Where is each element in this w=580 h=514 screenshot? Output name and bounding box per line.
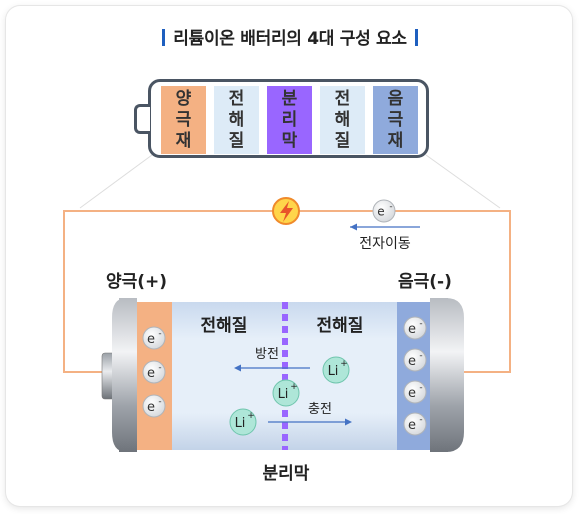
component-char: 해 [334, 109, 351, 130]
svg-text:+: + [290, 382, 298, 392]
svg-text:e: e [408, 354, 416, 369]
component-char: 질 [334, 130, 351, 151]
charge-label: 충전 [308, 402, 332, 417]
title-bar-left [162, 29, 166, 46]
anode-electron: e - [403, 412, 427, 436]
cathode-electron: e - [142, 360, 166, 384]
component-char: 전 [334, 88, 351, 109]
svg-text:-: - [419, 415, 422, 425]
perspective-line-left [79, 154, 153, 209]
perspective-line-right [425, 154, 501, 209]
wire-electron: e - [372, 199, 396, 223]
electrolyte-right-label: 전해질 [317, 315, 364, 336]
svg-text:-: - [158, 329, 161, 339]
component-char: 해 [228, 109, 245, 130]
svg-text:-: - [419, 319, 422, 329]
anode-electron: e - [403, 380, 427, 404]
component-char: 질 [228, 130, 245, 151]
svg-text:Li: Li [278, 387, 289, 402]
electron-flow-arrowhead [350, 223, 357, 231]
svg-text:+: + [247, 411, 255, 421]
svg-text:-: - [389, 202, 392, 212]
page-title: 리튬이온 배터리의 4대 구성 요소 [0, 24, 580, 49]
separator-label: 분리막 [263, 464, 310, 484]
cathode-label: 양극(+) [106, 272, 168, 292]
component-char: 극 [175, 109, 192, 130]
title-text: 리튬이온 배터리의 4대 구성 요소 [173, 29, 407, 49]
component-char: 재 [387, 130, 404, 151]
title-bar-right [414, 29, 418, 46]
charge-arrowhead [345, 418, 352, 426]
discharge-label: 방전 [255, 347, 279, 362]
anode-electron: e - [403, 348, 427, 372]
svg-text:-: - [419, 351, 422, 361]
svg-text:e: e [147, 366, 155, 381]
svg-text:e: e [147, 400, 155, 415]
svg-text:Li: Li [328, 364, 339, 379]
svg-text:+: + [340, 359, 348, 369]
discharge-arrowhead [234, 364, 241, 372]
cell-cap-right [430, 298, 464, 452]
component-char: 분 [281, 88, 298, 109]
component-char: 음 [387, 88, 404, 109]
svg-text:-: - [158, 363, 161, 373]
electrolyte-left-label: 전해질 [201, 315, 248, 336]
anode-electron: e - [403, 316, 427, 340]
li-ion: Li + [229, 408, 257, 436]
component-char: 양 [175, 88, 192, 109]
component-char: 막 [281, 130, 298, 151]
svg-text:-: - [158, 397, 161, 407]
svg-text:e: e [377, 205, 384, 219]
svg-text:-: - [419, 383, 422, 393]
cathode-electron: e - [142, 394, 166, 418]
svg-text:Li: Li [235, 416, 246, 431]
svg-text:e: e [408, 418, 416, 433]
svg-text:e: e [408, 322, 416, 337]
li-ion: Li + [272, 379, 300, 407]
cell-cap-left [101, 298, 137, 452]
battery-terminal [134, 104, 150, 134]
svg-text:e: e [408, 386, 416, 401]
lightning-bolt-icon [272, 197, 300, 225]
component-char: 전 [228, 88, 245, 109]
anode-label: 음극(-) [398, 272, 452, 292]
component-char: 리 [281, 109, 298, 130]
component-char: 극 [387, 109, 404, 130]
electron-move-label: 전자이동 [359, 236, 411, 252]
li-ion: Li + [322, 356, 350, 384]
component-char: 재 [175, 130, 192, 151]
svg-text:e: e [147, 332, 155, 347]
cathode-electron: e - [142, 326, 166, 350]
